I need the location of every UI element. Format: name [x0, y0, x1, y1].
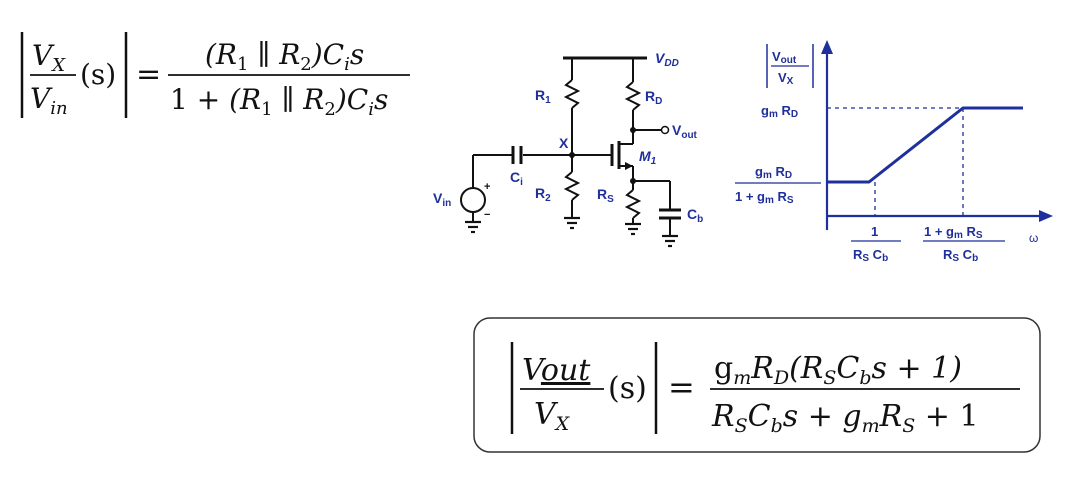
lhs-numerator: Vout — [522, 353, 591, 388]
transfer-function-vout-vx-box: Vout VX (s) = gmRD(RSCbs + 1) RSCbs + gm… — [473, 317, 1041, 453]
equals-sign: = — [668, 368, 695, 406]
r2-resistor — [563, 171, 581, 201]
lhs-denominator: Vin — [30, 82, 68, 119]
svg-text:RS Cb: RS Cb — [853, 247, 888, 264]
svg-text:RS Cb: RS Cb — [943, 247, 978, 264]
x-axis-arrow — [1039, 210, 1053, 222]
label-r2: R2 — [535, 185, 551, 204]
lhs-argument: (s) — [608, 371, 647, 406]
node-x — [569, 152, 575, 158]
r1-resistor — [563, 79, 581, 109]
svg-text:1 + gm RS: 1 + gm RS — [735, 189, 794, 206]
rhs-denominator: RSCbs + gmRS + 1 — [711, 399, 979, 437]
equals-sign: = — [136, 57, 161, 92]
ground-rs — [625, 222, 641, 236]
label-m1: M1 — [639, 148, 657, 167]
circuit-schematic: VDD R1 RD Vout X M1 Ci Vin R2 RS Cb + − — [433, 50, 703, 248]
m1-source-arrow — [625, 162, 633, 170]
y-axis-label: Vout VX — [766, 44, 814, 88]
rhs-denominator: 1 + (R1 ∥ R2)Cis — [170, 83, 388, 120]
y-high-label: gm RD — [761, 103, 798, 120]
x-axis-label: ω — [1029, 231, 1038, 245]
label-rd: RD — [645, 88, 662, 107]
svg-text:VX: VX — [778, 70, 794, 87]
node-source — [630, 178, 636, 184]
x-tick-label-1: 1 RS Cb — [851, 224, 901, 264]
label-cb: Cb — [687, 206, 703, 225]
label-vin: Vin — [433, 190, 451, 209]
label-ci: Ci — [510, 169, 523, 188]
label-x: X — [559, 135, 569, 151]
label-vdd: VDD — [655, 50, 679, 69]
vin-minus-sign: − — [484, 209, 490, 221]
vout-terminal — [660, 125, 670, 135]
lhs-numerator: VX — [32, 39, 66, 76]
transfer-function-vx-vin: VX Vin (s) = (R1 ∥ R2)Cis 1 + (R1 ∥ R2)C… — [20, 32, 410, 120]
equation-box — [473, 317, 1041, 453]
label-rs: RS — [597, 186, 614, 205]
ground-r2 — [564, 216, 580, 230]
y-axis-arrow — [821, 40, 833, 54]
bode-plot: Vout VX gm RD gm RD 1 + gm RS 1 RS Cb 1 … — [735, 40, 1053, 264]
vin-source — [460, 187, 486, 213]
svg-text:1: 1 — [871, 224, 878, 239]
svg-text:Vout: Vout — [772, 49, 797, 66]
response-curve — [827, 106, 1023, 184]
label-r1: R1 — [535, 87, 551, 106]
y-low-label: gm RD 1 + gm RS — [735, 164, 821, 206]
ground-vin — [465, 220, 481, 234]
vin-plus-sign: + — [484, 181, 490, 193]
lhs-denominator: VX — [534, 397, 571, 435]
lhs-argument: (s) — [80, 58, 116, 91]
svg-text:1 + gm RS: 1 + gm RS — [924, 224, 983, 241]
svg-text:gm RD: gm RD — [755, 164, 792, 181]
rs-resistor — [624, 189, 642, 219]
label-vout: Vout — [672, 122, 698, 141]
x-tick-label-2: 1 + gm RS RS Cb — [923, 224, 1005, 264]
rhs-numerator: (R1 ∥ R2)Cis — [205, 38, 364, 75]
ground-cb — [662, 234, 678, 248]
node-drain — [630, 127, 636, 133]
rd-resistor — [624, 81, 642, 111]
rhs-numerator: gmRD(RSCbs + 1) — [714, 351, 962, 389]
